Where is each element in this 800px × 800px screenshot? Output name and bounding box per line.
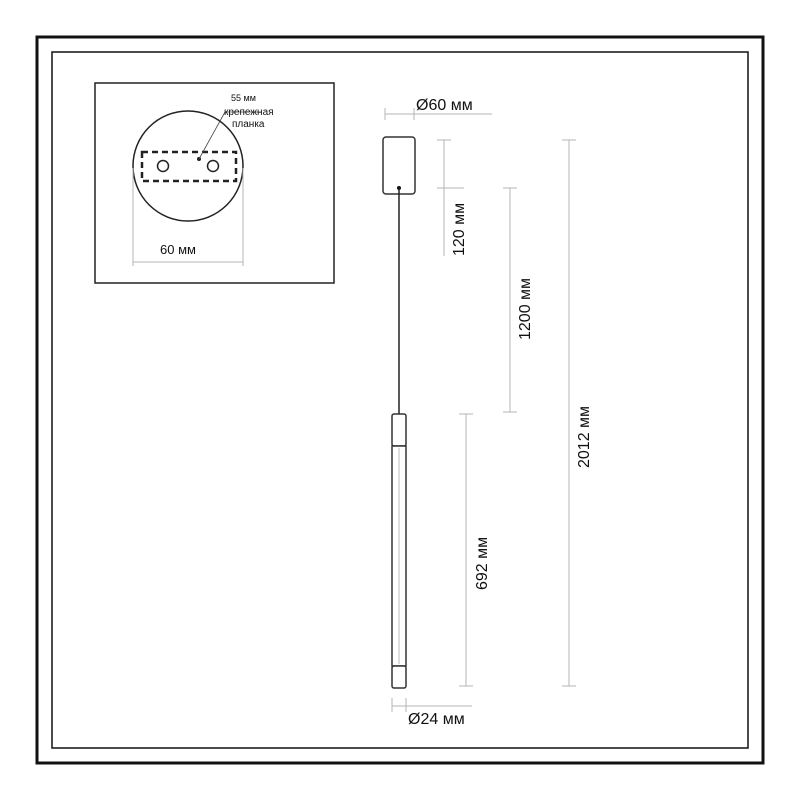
label-total-length: 2012 мм [576, 406, 593, 468]
dimension-cable-length: 1200 мм [503, 187, 534, 413]
outer-frame [35, 35, 765, 765]
inset-box [94, 82, 335, 284]
label-cable-length: 1200 мм [517, 278, 534, 340]
plate-leader-line [198, 111, 226, 160]
lamp-side-view [382, 136, 416, 689]
dimension-tube-length: 692 мм [459, 413, 491, 687]
label-plate-line1: крепежная [224, 107, 274, 118]
label-canopy-height: 120 мм [451, 203, 468, 256]
dimension-canopy-height: 120 мм [437, 139, 468, 256]
canopy-top-circle [132, 110, 244, 222]
mounting-hole-right [206, 159, 220, 173]
label-60mm: 60 мм [160, 242, 196, 257]
tube-connector [391, 413, 407, 447]
label-plate-line2: планка [232, 119, 265, 130]
label-tube-diameter: Ø24 мм [408, 711, 465, 728]
mounting-plate-inset: 55 мм крепежная планка 60 мм [94, 82, 335, 284]
mounting-hole-left [156, 159, 170, 173]
tube-end-cap [391, 665, 407, 689]
mounting-plate-outline [140, 150, 238, 183]
label-tube-length: 692 мм [474, 537, 491, 590]
canopy [382, 136, 416, 195]
dimension-tube-diameter: Ø24 мм [391, 698, 472, 728]
dimension-canopy-diameter: Ø60 мм [384, 97, 492, 120]
dimension-total-length: 2012 мм [562, 139, 593, 687]
inner-frame [51, 51, 749, 749]
label-canopy-diameter: Ø60 мм [416, 97, 473, 114]
label-55mm: 55 мм [231, 93, 256, 103]
